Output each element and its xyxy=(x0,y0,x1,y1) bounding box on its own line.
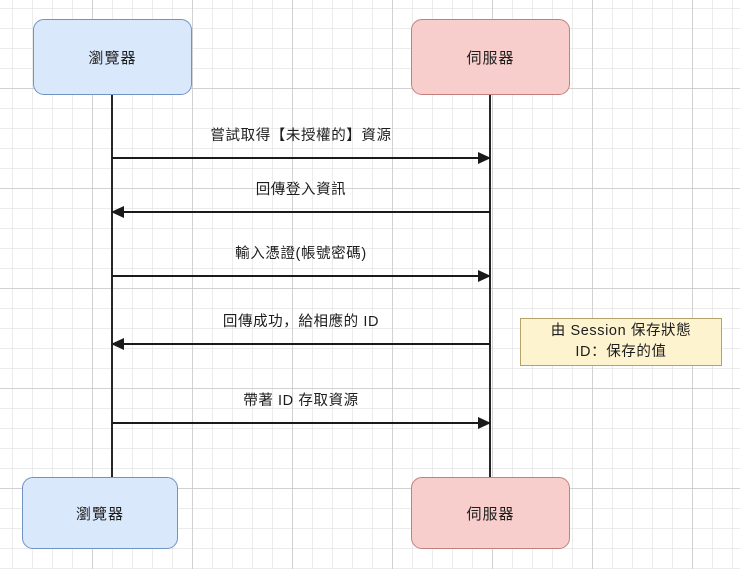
arrow-right-icon xyxy=(478,270,491,282)
actor-head-server[interactable]: 伺服器 xyxy=(411,19,570,95)
actor-foot-server[interactable]: 伺服器 xyxy=(411,477,570,549)
actor-head-server-label: 伺服器 xyxy=(466,49,515,67)
message-4-line xyxy=(112,343,490,345)
message-3-line xyxy=(112,275,490,277)
actor-head-browser-label: 瀏覽器 xyxy=(88,49,137,67)
message-1-label: 嘗試取得【未授權的】資源 xyxy=(210,128,392,144)
note-session-line2: ID：保存的值 xyxy=(575,344,667,360)
arrow-right-icon xyxy=(478,417,491,429)
note-session-line1: 由 Session 保存狀態 xyxy=(550,322,692,339)
lifeline-server xyxy=(489,94,491,478)
note-session[interactable]: 由 Session 保存狀態 ID：保存的值 xyxy=(520,318,722,366)
message-5-label: 帶著 ID 存取資源 xyxy=(243,393,359,409)
message-1-line xyxy=(112,157,490,159)
message-5-line xyxy=(112,422,490,424)
actor-foot-browser-label: 瀏覽器 xyxy=(75,505,124,523)
message-2-label: 回傳登入資訊 xyxy=(255,182,347,198)
lifeline-browser xyxy=(111,94,113,478)
message-4-label: 回傳成功，給相應的 ID xyxy=(222,314,380,330)
arrow-left-icon xyxy=(111,206,124,218)
message-2-line xyxy=(112,211,490,213)
actor-head-browser[interactable]: 瀏覽器 xyxy=(33,19,192,95)
arrow-left-icon xyxy=(111,338,124,350)
actor-foot-server-label: 伺服器 xyxy=(466,505,515,523)
message-3-label: 輸入憑證(帳號密碼) xyxy=(235,246,367,262)
actor-foot-browser[interactable]: 瀏覽器 xyxy=(22,477,178,549)
arrow-right-icon xyxy=(478,152,491,164)
